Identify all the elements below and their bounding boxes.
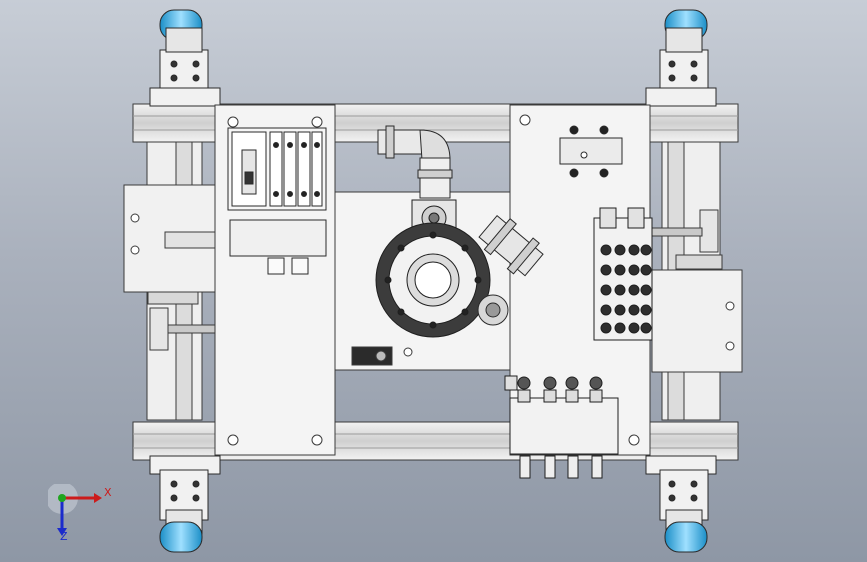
- valve-block: [559, 125, 623, 178]
- solenoid-valve-manifold: [593, 207, 653, 341]
- relay-panel: [227, 127, 327, 275]
- caster-wheel-bottom-left: [149, 455, 221, 553]
- caster-wheel-bottom-right: [645, 455, 717, 553]
- elbow-fitting-top: [377, 125, 453, 199]
- caster-wheel-top-left: [149, 9, 221, 107]
- elbow-fitting-diagonal: [477, 214, 544, 326]
- rotary-actuator: [375, 199, 491, 338]
- triad-x-label: X: [104, 486, 112, 499]
- coordinate-triad: [46, 482, 118, 544]
- caster-wheel-top-right: [645, 9, 717, 107]
- cylinder-block: [504, 375, 619, 479]
- triad-z-label: Z: [60, 530, 68, 543]
- triad-axes-icon: [46, 482, 102, 536]
- right-side-plate: [649, 209, 743, 373]
- right-mounting-plate: [509, 104, 651, 456]
